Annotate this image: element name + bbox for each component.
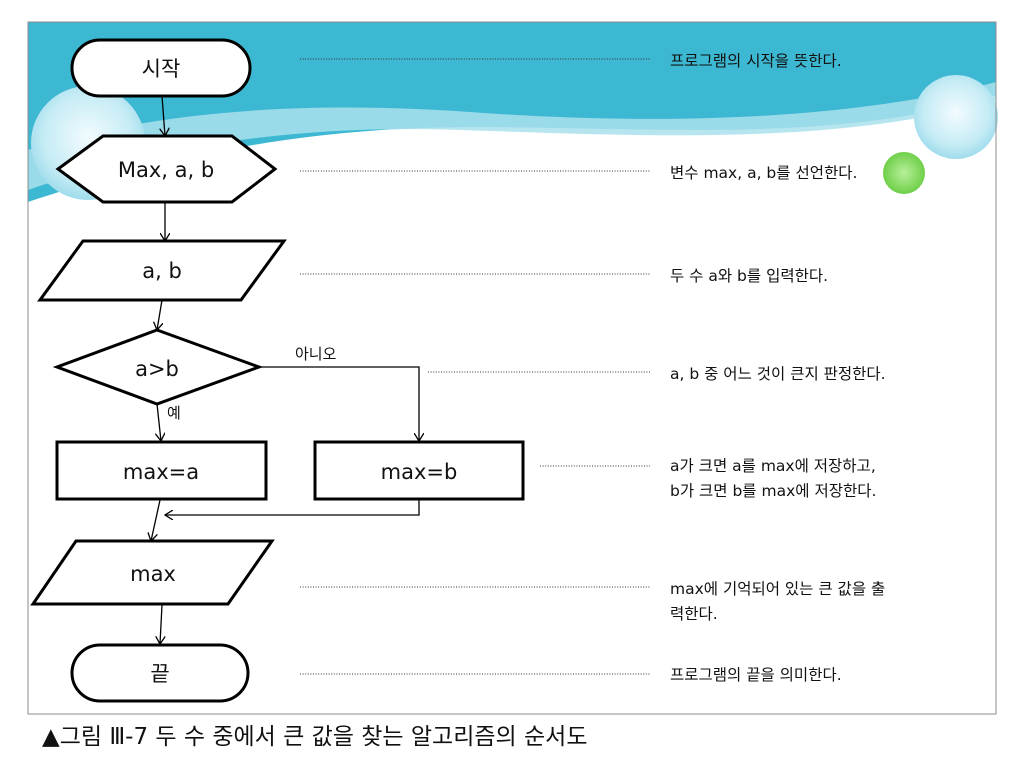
desc-output-line-1: max에 기억되어 있는 큰 값을 출 — [670, 580, 885, 598]
edge-assign-a-output — [151, 499, 161, 541]
node-input: a, b — [37, 239, 287, 302]
node-decision: a>b — [52, 328, 264, 406]
node-declare-label: Max, a, b — [118, 158, 214, 182]
node-start-label: 시작 — [142, 57, 181, 81]
node-output: max — [30, 539, 275, 606]
edge-assign-b-merge — [165, 500, 420, 515]
node-end: 끝 — [70, 643, 250, 703]
desc-output-line-2: 력한다. — [670, 605, 718, 623]
branch-label-yes: 예 — [167, 404, 181, 422]
edge-decision-assign-b — [259, 366, 419, 441]
flow-connectors — [151, 95, 420, 644]
teal-wave-band — [28, 22, 996, 202]
desc-input: 두 수 a와 b를 입력한다. — [670, 267, 828, 285]
edge-output-end — [160, 604, 162, 644]
edge-input-decision — [157, 299, 162, 330]
desc-declare: 변수 max, a, b를 선언한다. — [670, 164, 857, 182]
highlight-dot — [883, 152, 925, 194]
node-assign-b: max=b — [313, 440, 525, 501]
desc-start: 프로그램의 시작을 뜻한다. — [670, 52, 842, 70]
node-declare: Max, a, b — [55, 134, 278, 204]
node-assign-a-label: max=a — [123, 460, 199, 484]
node-start: 시작 — [70, 38, 252, 98]
node-end-label: 끝 — [150, 662, 169, 686]
desc-decision: a, b 중 어느 것이 큰지 판정한다. — [670, 365, 886, 383]
flowchart: 시작 Max, a, b a, b a>b max=a max=b max 끝 — [30, 38, 525, 703]
node-assign-b-label: max=b — [381, 460, 458, 484]
figure-caption: ▲그림 Ⅲ-7 두 수 중에서 큰 값을 찾는 알고리즘의 순서도 — [42, 724, 588, 750]
node-assign-a: max=a — [55, 440, 268, 501]
desc-assign-line-2: b가 크면 b를 max에 저장한다. — [670, 482, 876, 500]
descriptions: 프로그램의 시작을 뜻한다. 변수 max, a, b를 선언한다. 두 수 a… — [670, 52, 886, 684]
node-output-label: max — [130, 562, 176, 586]
desc-end: 프로그램의 끝을 의미한다. — [670, 666, 842, 684]
node-input-label: a, b — [142, 259, 182, 283]
leader-lines — [300, 58, 650, 675]
slide-frame — [27, 21, 997, 715]
edge-start-declare — [162, 95, 165, 136]
node-decision-label: a>b — [135, 357, 179, 381]
right-bubble — [914, 75, 998, 159]
branch-label-no: 아니오 — [295, 345, 337, 363]
desc-assign-line-1: a가 크면 a를 max에 저장하고, — [670, 457, 876, 475]
edge-decision-assign-a — [157, 403, 161, 441]
